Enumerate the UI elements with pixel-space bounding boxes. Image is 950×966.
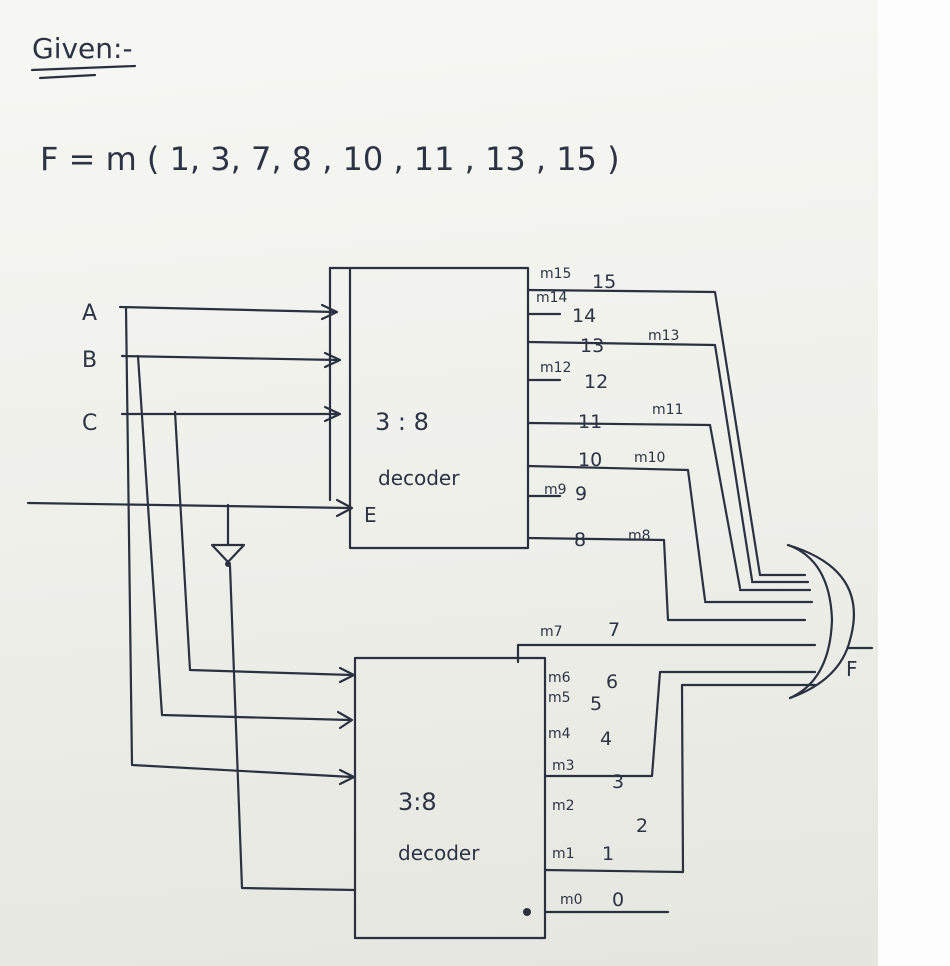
upper-out-m-13: m13 — [648, 328, 679, 344]
upper-out-num-12: 12 — [584, 371, 608, 393]
inverter-icon — [210, 543, 246, 564]
wire-m3 — [543, 670, 817, 778]
upper-out-m-15: m15 — [540, 266, 571, 282]
wire-m1 — [543, 683, 817, 874]
lower-out-m-2: m2 — [552, 798, 575, 814]
upper-out-num-11: 11 — [578, 411, 602, 433]
heading-underline — [30, 64, 137, 72]
upper-out-num-10: 10 — [578, 449, 602, 471]
lower-out-m-1: m1 — [552, 846, 575, 862]
wire-enable — [26, 501, 352, 510]
arrow-b-upper — [323, 351, 342, 369]
arrow-b-lower — [336, 710, 354, 730]
lower-out-m-0: m0 — [560, 892, 583, 908]
arrow-enable — [335, 498, 354, 518]
input-label-a: A — [82, 301, 97, 326]
wire-b-lower — [136, 354, 352, 722]
wire-b-upper — [120, 354, 340, 362]
upper-out-m-11: m11 — [652, 402, 683, 418]
arrow-a-upper — [320, 303, 339, 321]
wire-c-lower — [173, 410, 354, 677]
upper-out-num-13: 13 — [580, 335, 604, 357]
lower-decoder-label-line1: 3:8 — [398, 788, 437, 816]
lower-out-m-5: m5 — [548, 690, 571, 706]
heading-underline-2 — [38, 73, 97, 80]
lower-out-num-1: 1 — [602, 843, 614, 865]
wire-m11 — [526, 421, 742, 590]
lower-out-num-4: 4 — [600, 728, 612, 750]
or-gate-body — [786, 543, 855, 700]
upper-decoder-label-line2: decoder — [378, 466, 460, 490]
upper-out-m-10: m10 — [634, 450, 665, 466]
wire-m8 — [526, 536, 807, 622]
lower-out-num-6: 6 — [606, 671, 618, 693]
lower-out-num-3: 3 — [612, 771, 624, 793]
lower-out-num-7: 7 — [608, 619, 620, 641]
upper-decoder-label-line1: 3 : 8 — [375, 408, 429, 436]
wire-m10 — [526, 464, 707, 602]
or-gate-back-curve — [786, 543, 834, 700]
upper-out-m-14: m14 — [536, 290, 568, 306]
given-heading: Given:- — [32, 32, 133, 65]
lower-out-m-4: m4 — [548, 726, 571, 742]
lower-out-num-0: 0 — [612, 889, 624, 911]
lower-out-num-5: 5 — [590, 693, 602, 715]
input-label-c: C — [82, 411, 97, 436]
function-equation: F = m ( 1, 3, 7, 8 , 10 , 11 , 13 , 15 ) — [40, 140, 620, 178]
upper-out-m-8: m8 — [628, 528, 651, 544]
lower-out-m-3: m3 — [552, 758, 575, 774]
upper-out-m-9: m9 — [544, 482, 567, 498]
arrow-a-lower — [338, 768, 356, 786]
lower-decoder-label-line2: decoder — [398, 841, 480, 865]
upper-out-num-8: 8 — [574, 529, 586, 551]
enable-label: E — [364, 503, 377, 527]
lower-out-m-7: m7 — [540, 624, 563, 640]
upper-out-m-12: m12 — [540, 360, 571, 376]
wire-m15 — [526, 288, 762, 577]
input-label-b: B — [82, 348, 97, 373]
wire-a-lower — [124, 305, 354, 779]
lower-out-m-6: m6 — [548, 670, 571, 686]
lower-decoder-box — [353, 656, 547, 940]
wire-a-upper — [118, 305, 337, 314]
wire-m7 — [516, 643, 817, 664]
wire-m13 — [526, 340, 754, 582]
wire-enable-lower — [228, 564, 357, 892]
output-label-f: F — [846, 657, 858, 681]
page-margin — [878, 0, 950, 966]
upper-out-num-9: 9 — [575, 483, 587, 505]
lower-out-num-2: 2 — [636, 815, 648, 837]
arrow-c-upper — [323, 405, 342, 423]
lower-enable-bubble — [523, 908, 531, 916]
upper-out-num-14: 14 — [572, 305, 596, 327]
arrow-c-lower — [338, 666, 356, 684]
upper-out-num-15: 15 — [592, 271, 616, 293]
upper-decoder-box — [328, 266, 530, 550]
